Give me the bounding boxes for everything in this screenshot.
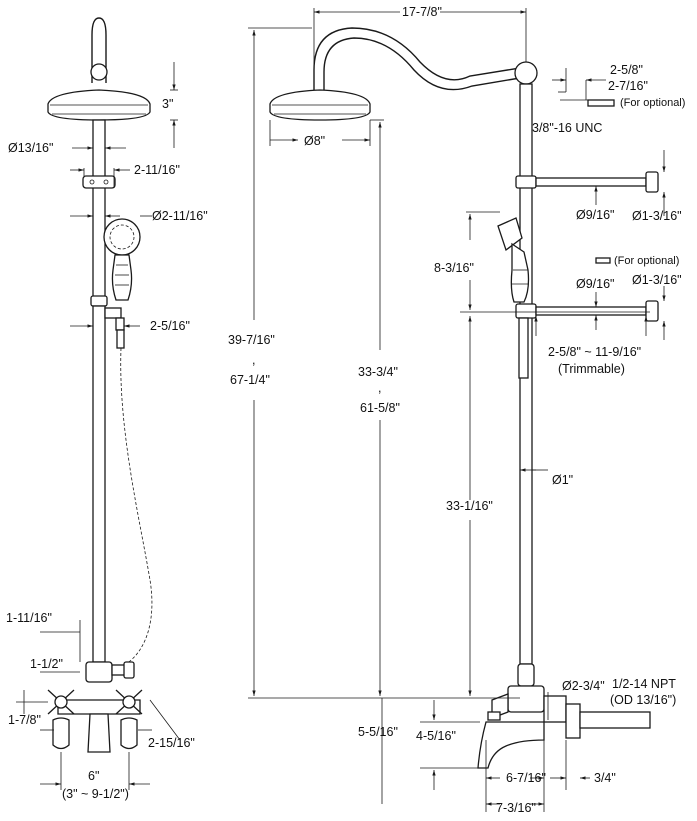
dimension-labels: 17-7/8" 3" 2-5/8" 2-7/16" (For optional)… [6,5,685,815]
front-bracket-clamp [82,175,116,189]
label-2-15-16: 2-15/16" [148,736,195,750]
label-7-3-16: 7-3/16" [496,801,536,815]
front-riser-lower [92,305,106,663]
side-wall-union [543,695,567,723]
label-2-11-16: 2-11/16" [134,163,180,177]
label-spread: 6" [88,769,99,783]
front-handshower-handle [111,254,133,301]
label-head-dia-right: Ø8" [304,134,325,148]
front-hose [117,347,153,669]
label-od: (OD 13/16") [610,693,676,707]
side-valve-body [507,685,545,713]
label-2-7-16: 2-7/16" [608,79,648,93]
label-9-16-b: Ø9/16" [576,277,615,291]
front-gooseneck-joint [90,63,108,81]
label-for-optional-2: (For optional) [614,255,679,267]
label-1-11-16: 1-11/16" [6,611,52,625]
front-left-cross-handle [47,689,75,750]
label-trim-range: 2-5/8" ~ 11-9/16" [548,345,641,359]
side-view [248,8,666,812]
side-tub-spout [477,721,545,769]
label-mid-sep: , [378,381,381,395]
side-slide-collar [515,303,537,319]
label-mid-a: 33-3/4" [358,365,398,379]
front-riser-upper [92,119,106,299]
label-6-7-16: 6-7/16" [506,771,546,785]
side-upper-bracket-arm [535,177,647,187]
label-total-b: 67-1/4" [230,373,270,387]
front-hose-holder [104,307,122,319]
label-pipe-dia: Ø1" [552,473,573,487]
label-handshower-dia: Ø2-11/16" [152,209,208,223]
side-upper-bracket-clamp [515,175,537,189]
side-inlet-pipe [579,711,651,729]
label-head-dia-left: Ø13/16" [8,141,53,155]
label-head-height: 3" [162,97,173,111]
label-total-a: 39-7/16" [228,333,275,347]
side-wall-flange [565,703,581,739]
side-handshower-handle [510,242,530,303]
front-diverter [85,661,113,683]
label-unc: 3/8"-16 UNC [532,121,602,135]
side-optional-insert-1 [587,99,615,107]
side-hose [518,317,529,379]
label-trimmable: (Trimmable) [558,362,625,376]
label-mid-b: 61-5/8" [360,401,400,415]
label-5-5-16: 5-5/16" [358,725,398,739]
label-top-reach: 17-7/8" [402,5,442,19]
front-view [16,17,181,790]
side-handshower-head [497,217,523,252]
side-upper-wall-flange [645,171,659,193]
label-1-7-8: 1-7/8" [8,713,41,727]
side-optional-insert-2 [595,257,611,264]
front-right-cross-handle [115,689,143,750]
side-lower-wall-flange [645,300,659,322]
side-lower-bracket-arm [535,306,647,316]
front-tub-spout [87,713,111,753]
label-9-16-a: Ø9/16" [576,208,615,222]
side-diverter [517,663,535,687]
label-2-5-8: 2-5/8" [610,63,643,77]
label-1-1-2: 1-1/2" [30,657,63,671]
label-spread-range: (3" ~ 9-1/2") [62,787,129,801]
front-hose-top [116,329,125,349]
front-slide-collar [90,295,108,307]
side-gooseneck-arm [313,27,521,90]
label-valve-dia: Ø2-3/4" [562,679,605,693]
label-for-optional-1: (For optional) [620,97,685,109]
label-33-1-16: 33-1/16" [446,499,493,513]
label-1-3-16-a: Ø1-3/16" [632,209,682,223]
label-npt: 1/2-14 NPT [612,677,676,691]
front-handshower-face [103,218,141,256]
label-2-5-16: 2-5/16" [150,319,190,333]
side-elbow-ball [514,61,538,85]
label-total-sep: , [252,353,255,367]
label-8-3-16: 8-3/16" [434,261,474,275]
label-3-4: 3/4" [594,771,616,785]
label-4-5-16: 4-5/16" [416,729,456,743]
label-1-3-16-b: Ø1-3/16" [632,273,682,287]
front-gooseneck [91,17,107,83]
